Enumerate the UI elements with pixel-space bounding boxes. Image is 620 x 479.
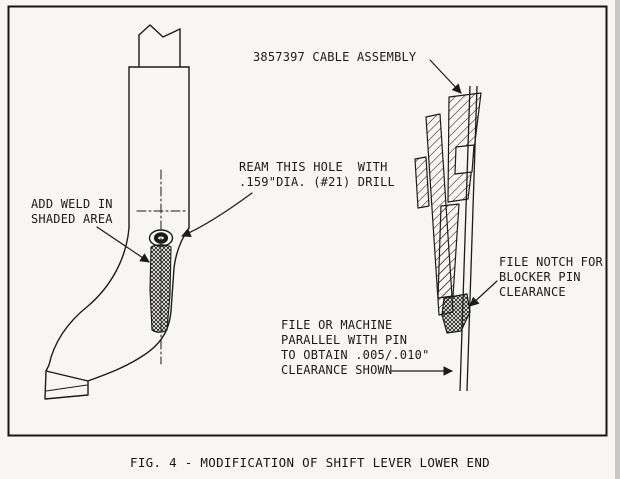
figure-caption: FIG. 4 - MODIFICATION OF SHIFT LEVER LOW… — [130, 455, 490, 470]
cable-rod-line — [466, 85, 478, 392]
shift-lever-drawing — [44, 24, 190, 400]
leader-lines — [96, 59, 498, 376]
label-file-or-machine: FILE OR MACHINE PARALLEL WITH PIN TO OBT… — [281, 318, 430, 377]
label-cable-assembly: 3857397 CABLE ASSEMBLY — [253, 50, 417, 64]
hatched-step — [414, 156, 430, 209]
notch-hatch-area — [441, 293, 471, 334]
hatched-strip-lower — [437, 203, 460, 299]
label-ream-hole: REAM THIS HOLE WITH .159"DIA. (#21) DRIL… — [239, 160, 395, 189]
scan-edge — [615, 0, 620, 479]
leader-ream-hole — [181, 192, 253, 238]
leader-add-weld — [96, 226, 150, 263]
label-add-weld: ADD WELD IN SHADED AREA — [31, 197, 113, 226]
label-file-notch: FILE NOTCH FOR BLOCKER PIN CLEARANCE — [499, 255, 603, 299]
break-line — [138, 24, 181, 38]
block-notch — [454, 144, 475, 175]
cable-rod-line — [459, 85, 471, 392]
figure-border — [7, 5, 608, 437]
leader-cable-assembly — [429, 59, 462, 94]
lever-outline — [44, 227, 190, 400]
leader-file-notch — [469, 280, 498, 307]
weld-hatch-area — [149, 244, 172, 333]
cable-assembly-drawing — [414, 85, 482, 392]
